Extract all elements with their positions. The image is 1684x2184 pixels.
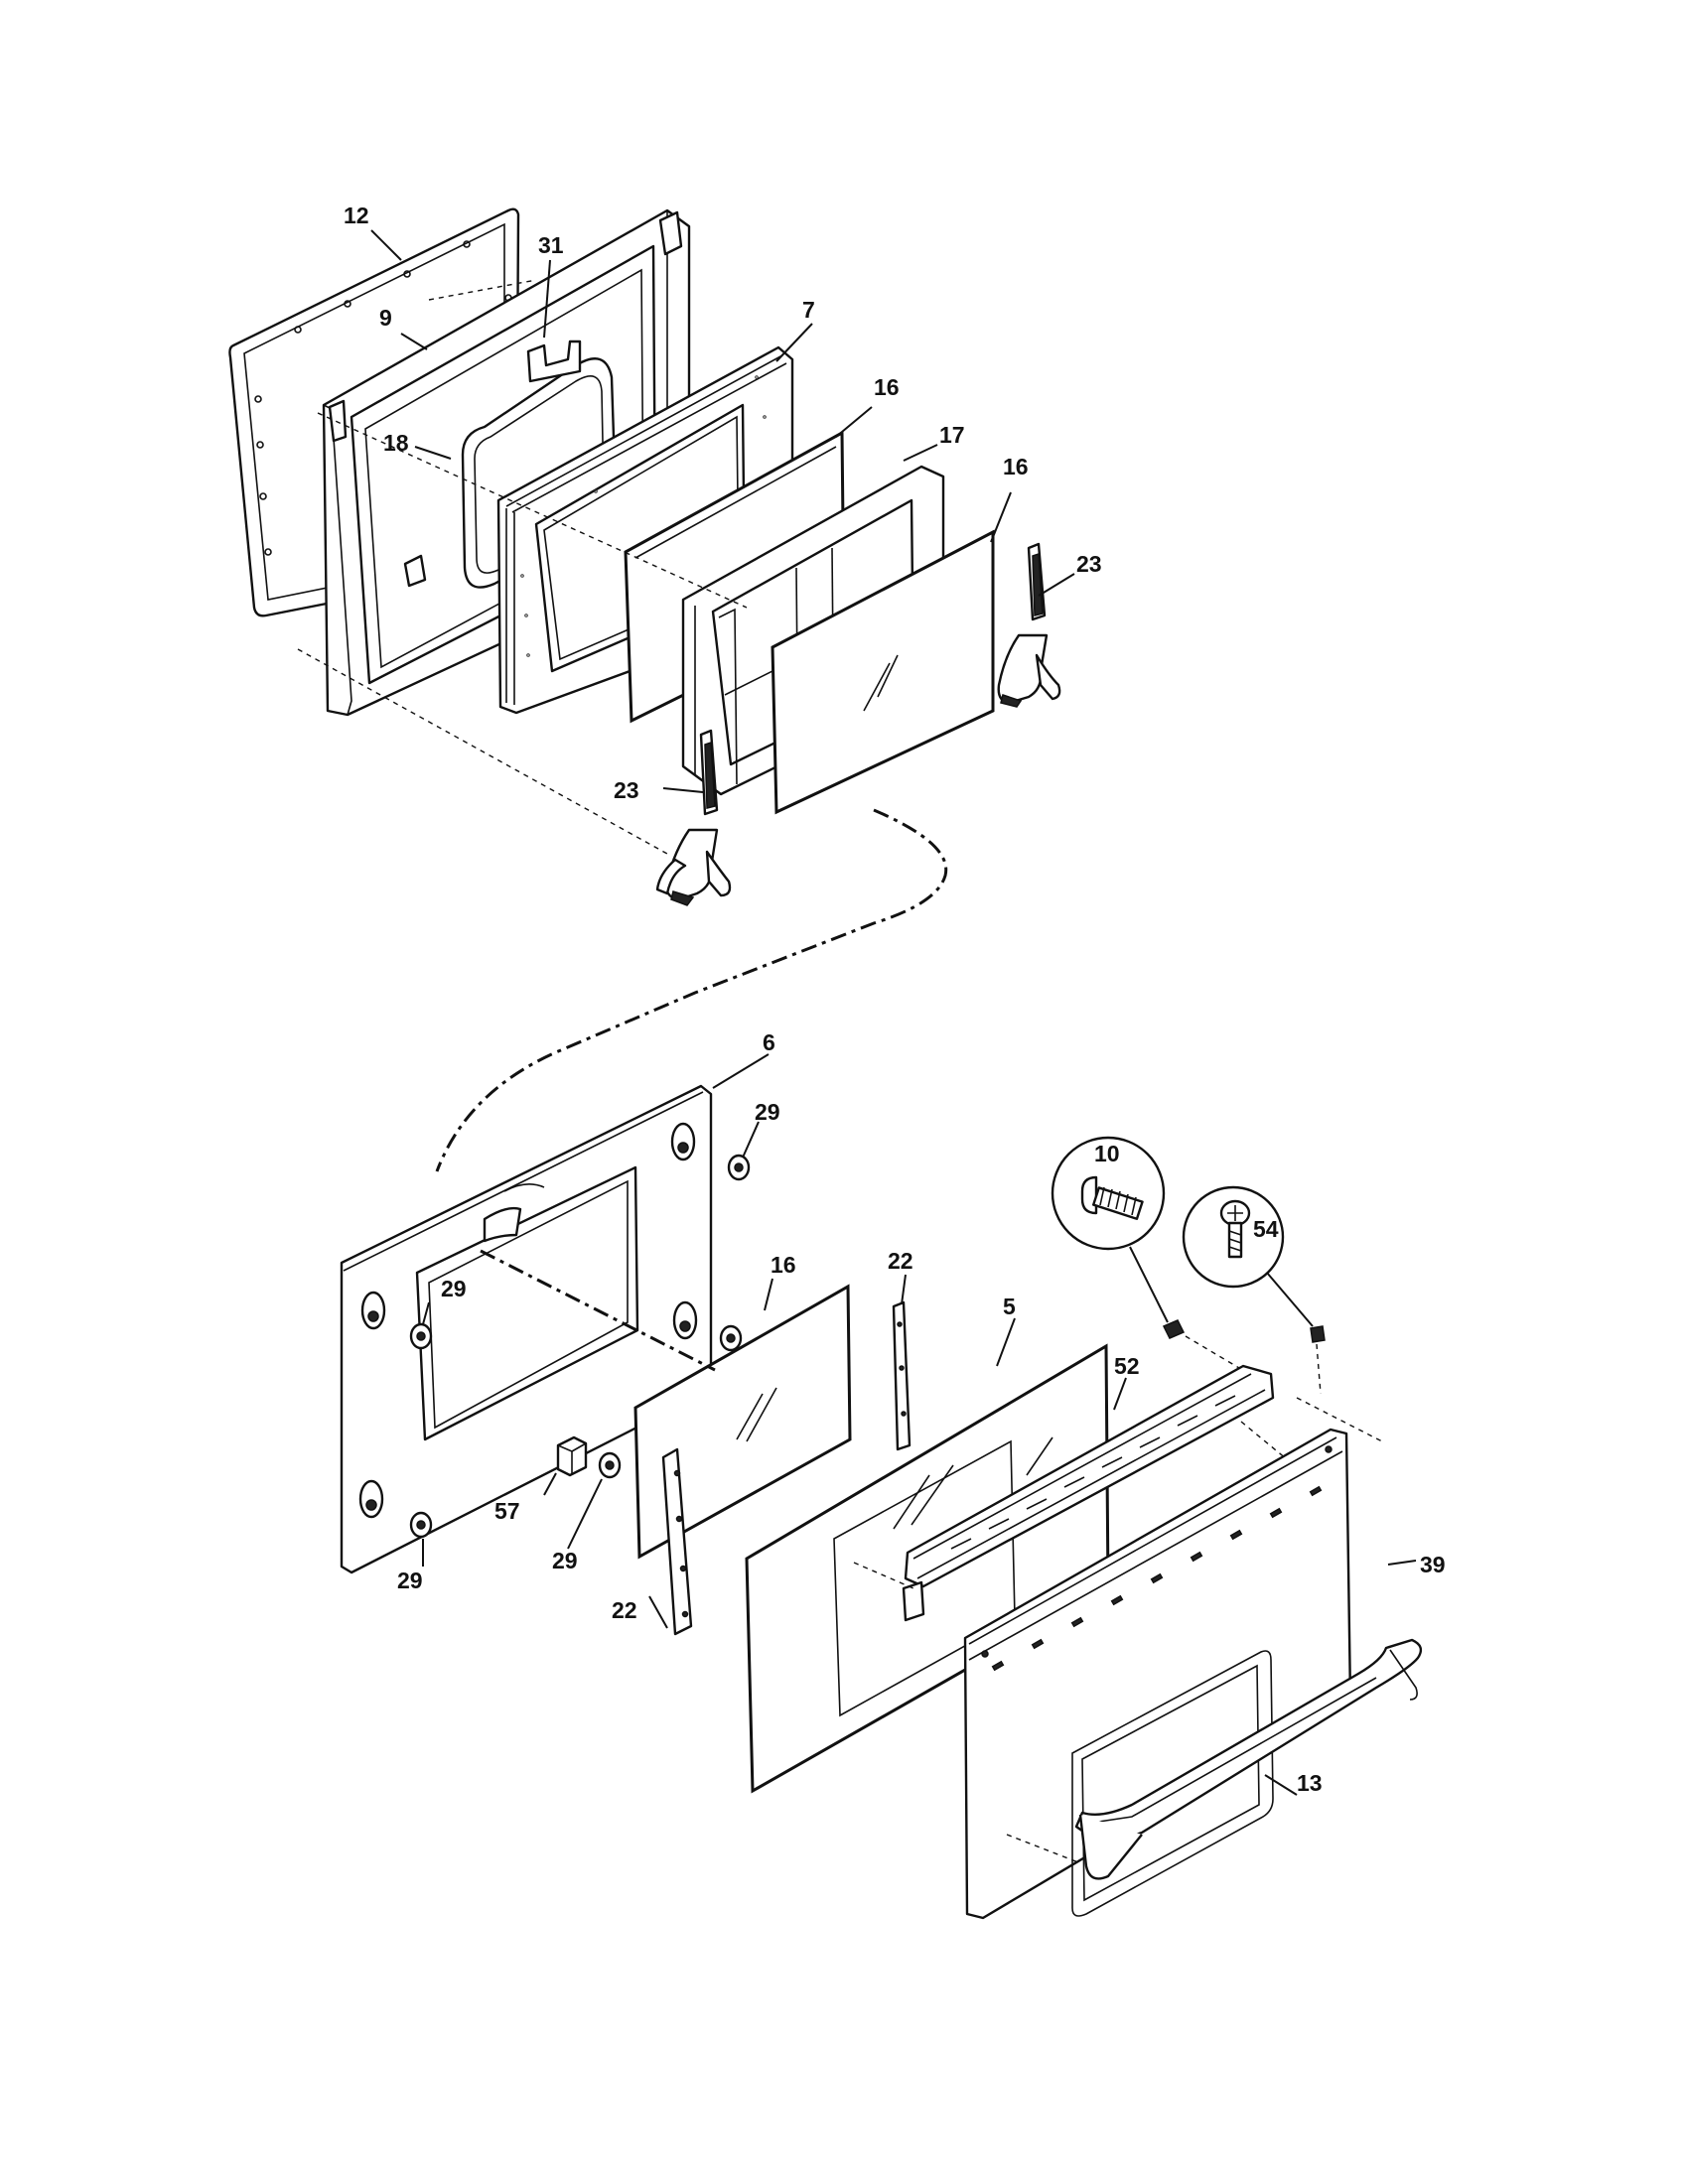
leader-10-detail: [1129, 1246, 1169, 1323]
callout-29c: 29: [552, 1548, 578, 1573]
connector-line: [435, 808, 948, 1172]
hinge-23-left: [655, 729, 732, 906]
callout-29b: 29: [441, 1276, 467, 1301]
screw-54-small: [1310, 1325, 1326, 1343]
callout-52: 52: [1114, 1353, 1140, 1379]
alignment-lines-upper: [297, 279, 748, 855]
callout-5: 5: [1003, 1294, 1016, 1319]
screw-detail-10: [1051, 1136, 1166, 1251]
hinge-23-right: [997, 542, 1061, 708]
screw-10-small: [1162, 1319, 1186, 1339]
callout-23b: 23: [614, 777, 639, 803]
inner-glass-16-lower: [633, 1284, 852, 1560]
callout-17: 17: [939, 422, 965, 448]
vent-trim-52: [902, 1364, 1275, 1622]
callout-labels: 12 31 9 7 18 16 17 16 23 23 6 29 10 54 2…: [344, 203, 1446, 1796]
leader-54-detail: [1266, 1272, 1314, 1327]
outer-door-13: [963, 1428, 1352, 1920]
callout-18: 18: [383, 430, 409, 456]
bumper-29-a: [727, 1154, 751, 1181]
callout-9: 9: [379, 305, 392, 331]
glass-retainer-22-left: [661, 1447, 693, 1636]
callout-16b: 16: [1003, 454, 1029, 479]
bumper-29-b: [409, 1322, 433, 1350]
callout-57: 57: [494, 1498, 520, 1524]
glass-retainer-22-right: [892, 1300, 912, 1451]
door-liner-panel-6: [340, 1084, 713, 1574]
callout-leaders: [370, 229, 1417, 1796]
callout-22a: 22: [888, 1248, 913, 1274]
callout-54: 54: [1253, 1216, 1279, 1242]
callout-16a: 16: [874, 374, 900, 400]
door-handle-39: [1074, 1638, 1423, 1880]
callout-23a: 23: [1076, 551, 1102, 577]
callout-7: 7: [802, 297, 815, 323]
bumper-29-e: [598, 1451, 622, 1479]
alignment-lines-lower: [480, 1249, 1383, 1863]
callout-12: 12: [344, 203, 369, 228]
bumper-29-c: [719, 1324, 743, 1352]
callout-22b: 22: [612, 1597, 637, 1623]
screw-detail-54: [1182, 1185, 1285, 1289]
callout-39: 39: [1420, 1552, 1446, 1577]
callout-29a: 29: [755, 1099, 780, 1125]
callout-13: 13: [1297, 1770, 1323, 1796]
bracket-57: [556, 1435, 588, 1477]
callout-10: 10: [1094, 1141, 1120, 1166]
bumper-29-d: [409, 1511, 433, 1539]
callout-29d: 29: [397, 1568, 423, 1593]
callout-31: 31: [538, 232, 564, 258]
callout-6: 6: [763, 1029, 775, 1055]
inner-glass-16-upper-right: [771, 529, 995, 815]
clip-31: [526, 340, 582, 383]
callout-16c: 16: [771, 1252, 796, 1278]
